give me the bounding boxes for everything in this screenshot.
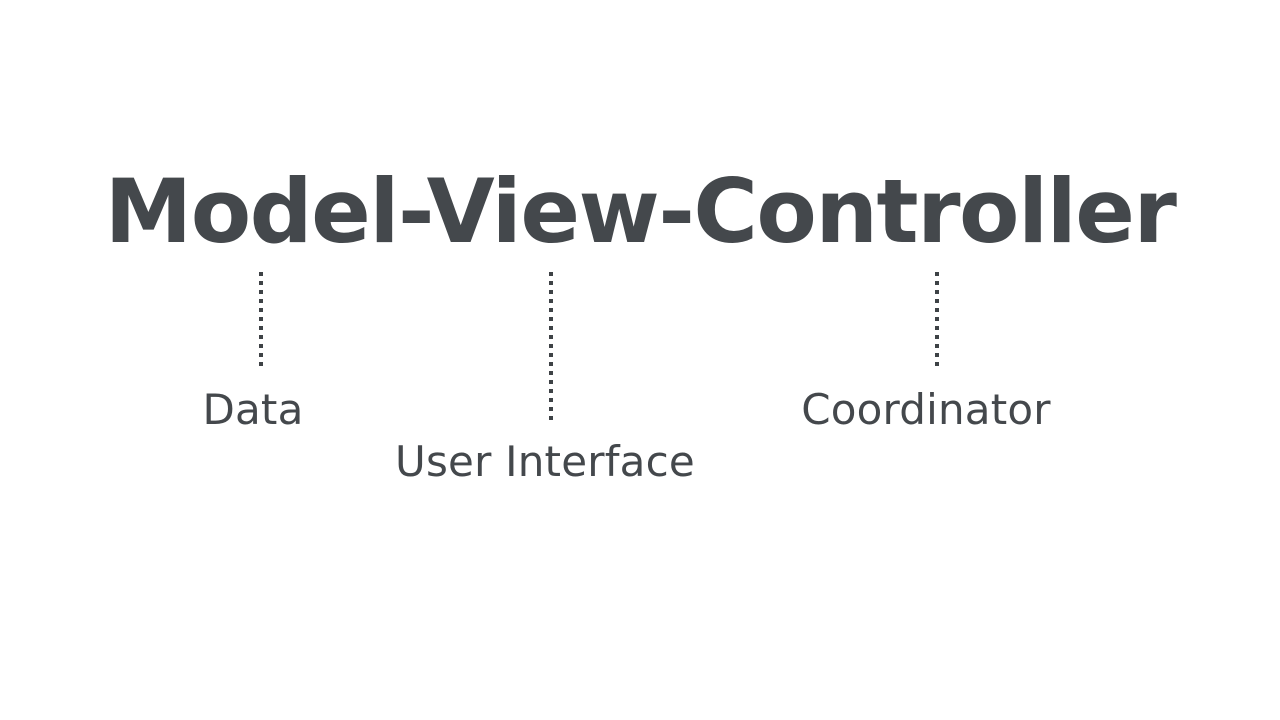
branch-label-controller: Coordinator <box>801 385 1051 434</box>
dotted-connector-view <box>549 272 553 420</box>
branch-label-model: Data <box>202 385 304 434</box>
branch-label-view: User Interface <box>395 437 695 486</box>
dotted-connector-controller <box>935 272 939 367</box>
page-title: Model-View-Controller <box>104 160 1177 263</box>
dotted-connector-model <box>259 272 263 367</box>
